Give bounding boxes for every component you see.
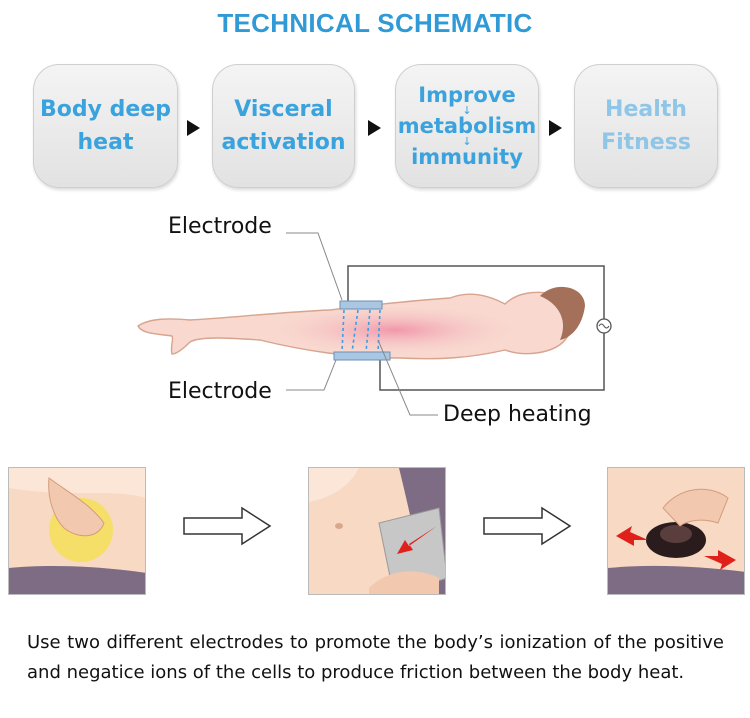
page-title: TECHNICAL SCHEMATIC <box>217 8 533 38</box>
description-caption: Use two different electrodes to promote … <box>27 632 724 683</box>
step-health-fitness: Health Fitness <box>574 64 718 188</box>
flow-arrow-icon <box>187 120 200 136</box>
flow-arrow-icon <box>368 120 381 136</box>
step-3-line-1: Improve <box>418 83 516 107</box>
flow-arrow-icon <box>549 120 562 136</box>
photo-electrode-pad <box>308 467 446 595</box>
step-visceral-activation: Visceral activation <box>212 64 355 188</box>
step-1-line-2: heat <box>77 130 134 155</box>
deep-heating-label: Deep heating <box>443 402 592 427</box>
step-2-line-2: activation <box>221 130 346 155</box>
photo-massage-head <box>607 467 745 595</box>
down-arrow-icon: ↓ <box>462 135 472 148</box>
step-4-line-2: Fitness <box>601 130 691 155</box>
step-improve-metabolism-immunity: Improve ↓ metabolism ↓ immunity <box>395 64 539 188</box>
step-4-line-1: Health <box>605 97 687 122</box>
next-arrow-icon <box>183 506 272 546</box>
electrode-top <box>339 300 383 310</box>
next-arrow-icon <box>483 506 572 546</box>
body-diagram <box>137 232 612 416</box>
step-1-line-1: Body deep <box>40 97 171 122</box>
down-arrow-icon: ↓ <box>462 104 472 117</box>
step-body-deep-heat: Body deep heat <box>33 64 178 188</box>
electrode-top-label: Electrode <box>168 214 272 239</box>
step-2-line-1: Visceral <box>234 97 333 122</box>
step-3-line-2: metabolism <box>397 114 537 138</box>
step-3-line-3: immunity <box>411 145 523 169</box>
hair <box>540 286 585 340</box>
electrode-bottom-label: Electrode <box>168 379 272 404</box>
electrode-bottom <box>333 351 391 361</box>
photo-hand-on-belly <box>8 467 146 595</box>
